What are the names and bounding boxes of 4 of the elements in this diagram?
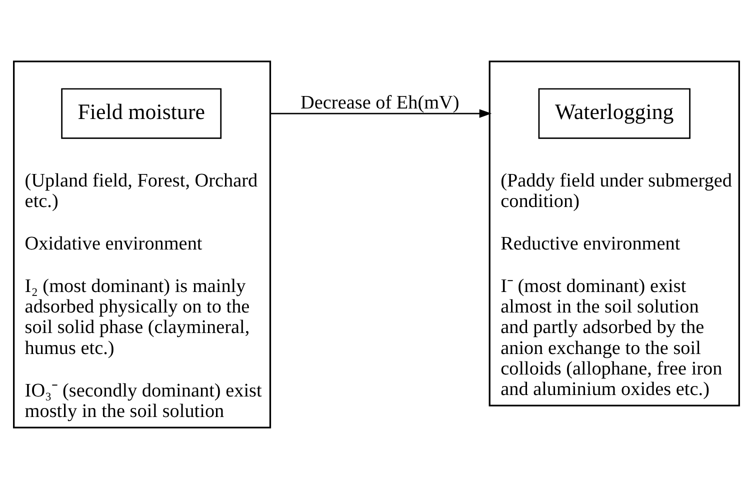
node-box: Waterlogging — [538, 88, 690, 139]
node-box: Field moisture — [61, 88, 222, 139]
arrow — [270, 109, 492, 118]
edge-label: Decrease of Eh(mV) — [300, 92, 460, 114]
